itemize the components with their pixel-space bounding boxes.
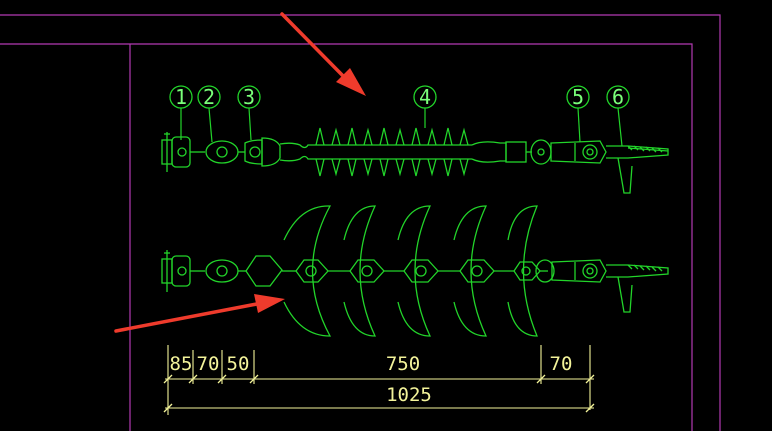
inner-border — [0, 43, 693, 431]
shackle-2 — [190, 140, 239, 164]
dim-50: 50 — [227, 353, 250, 375]
bottom-clevis — [161, 250, 191, 292]
svg-text:2: 2 — [203, 85, 215, 109]
svg-text:1: 1 — [175, 85, 187, 109]
callout-1[interactable]: 1 — [169, 85, 193, 140]
dim-70-right: 70 — [550, 353, 573, 375]
bottom-shackle — [190, 259, 246, 283]
dimension-labels: 85 70 50 750 70 1025 — [170, 353, 573, 406]
composite-rod-4 — [279, 127, 527, 177]
composite-insulator-assembly[interactable] — [161, 127, 669, 194]
dim-total-1025: 1025 — [386, 384, 432, 406]
dimension-chain[interactable] — [163, 345, 595, 415]
callout-balloons: 1 2 3 4 5 6 — [169, 85, 630, 147]
svg-text:3: 3 — [243, 85, 255, 109]
callout-6[interactable]: 6 — [606, 85, 630, 147]
svg-text:5: 5 — [572, 85, 584, 109]
bottom-strain-clamp — [606, 264, 669, 313]
svg-text:6: 6 — [612, 85, 624, 109]
disc-unit — [245, 205, 332, 337]
red-arrow-top — [280, 12, 366, 96]
callout-4[interactable]: 4 — [413, 85, 437, 128]
socket-tongue-3 — [238, 137, 281, 167]
callout-5[interactable]: 5 — [566, 85, 590, 143]
dim-85: 85 — [170, 353, 193, 375]
disc-insulator-assembly[interactable] — [161, 205, 669, 337]
disc-unit — [328, 205, 385, 337]
disc-unit — [494, 205, 541, 337]
link-fitting-5 — [526, 139, 607, 165]
clevis-fitting-1 — [161, 132, 191, 172]
dim-70-left: 70 — [197, 353, 220, 375]
bottom-link-fitting — [535, 259, 607, 283]
callout-2[interactable]: 2 — [197, 85, 221, 143]
red-arrow-bottom — [114, 294, 285, 333]
dim-750: 750 — [386, 353, 420, 375]
svg-text:4: 4 — [419, 85, 431, 109]
disc-unit — [384, 205, 439, 337]
annotation-arrows — [114, 12, 366, 333]
outer-border — [0, 14, 721, 431]
callout-3[interactable]: 3 — [237, 85, 261, 141]
drawing-frame — [0, 14, 721, 431]
disc-unit — [438, 205, 495, 337]
strain-clamp-6 — [606, 145, 669, 194]
